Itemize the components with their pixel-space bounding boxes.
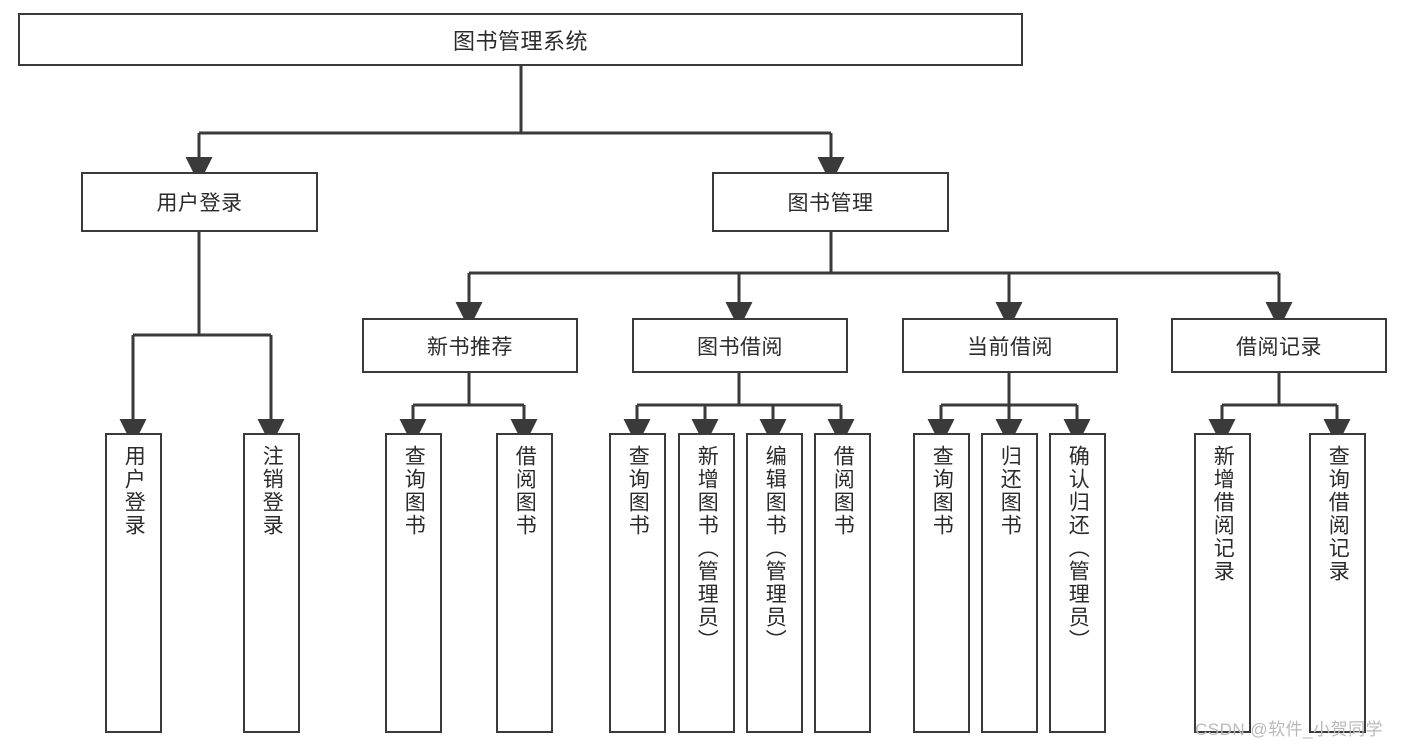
node-borrow-record[interactable]: 借阅记录: [1171, 318, 1387, 373]
node-label: 新增图书（管理员）: [695, 445, 719, 652]
node-leaf-logout-login[interactable]: 注销登录: [243, 433, 300, 733]
node-label: 借阅记录: [1236, 335, 1322, 359]
node-leaf-query-book-2[interactable]: 查询图书: [609, 433, 666, 733]
node-label: 新增借阅记录: [1211, 445, 1235, 583]
node-leaf-borrow-book-2[interactable]: 借阅图书: [814, 433, 871, 733]
node-label: 用户登录: [122, 445, 146, 537]
node-leaf-add-book[interactable]: 新增图书（管理员）: [678, 433, 735, 733]
node-label: 新书推荐: [427, 335, 513, 359]
node-leaf-borrow-book-1[interactable]: 借阅图书: [496, 433, 553, 733]
node-root-system[interactable]: 图书管理系统: [18, 13, 1023, 66]
node-label: 借阅图书: [831, 445, 855, 537]
node-label: 图书借阅: [697, 335, 783, 359]
node-label: 图书管理系统: [452, 28, 588, 54]
node-label: 编辑图书（管理员）: [763, 445, 787, 652]
node-leaf-return-book[interactable]: 归还图书: [981, 433, 1038, 733]
node-leaf-add-record[interactable]: 新增借阅记录: [1194, 433, 1251, 733]
node-leaf-query-record[interactable]: 查询借阅记录: [1309, 433, 1366, 733]
node-book-borrow[interactable]: 图书借阅: [632, 318, 848, 373]
node-label: 注销登录: [260, 445, 284, 537]
node-label: 用户登录: [156, 192, 243, 215]
node-book-manage[interactable]: 图书管理: [712, 172, 949, 232]
node-user-login[interactable]: 用户登录: [81, 172, 318, 232]
node-current-borrow[interactable]: 当前借阅: [902, 318, 1118, 373]
node-label: 查询借阅记录: [1326, 445, 1350, 583]
watermark-text: CSDN @软件_小贺同学: [1195, 720, 1384, 739]
node-label: 归还图书: [998, 445, 1022, 537]
node-leaf-query-book-1[interactable]: 查询图书: [385, 433, 442, 733]
node-leaf-edit-book[interactable]: 编辑图书（管理员）: [746, 433, 803, 733]
node-label: 当前借阅: [967, 335, 1053, 359]
node-label: 图书管理: [787, 192, 874, 215]
node-label: 查询图书: [626, 445, 650, 537]
node-label: 借阅图书: [513, 445, 537, 537]
node-label: 查询图书: [402, 445, 426, 537]
node-label: 查询图书: [930, 445, 954, 537]
node-leaf-query-book-3[interactable]: 查询图书: [913, 433, 970, 733]
node-leaf-user-login[interactable]: 用户登录: [105, 433, 162, 733]
node-leaf-confirm-return[interactable]: 确认归还（管理员）: [1049, 433, 1106, 733]
node-new-book-recommend[interactable]: 新书推荐: [362, 318, 578, 373]
node-label: 确认归还（管理员）: [1066, 445, 1090, 652]
